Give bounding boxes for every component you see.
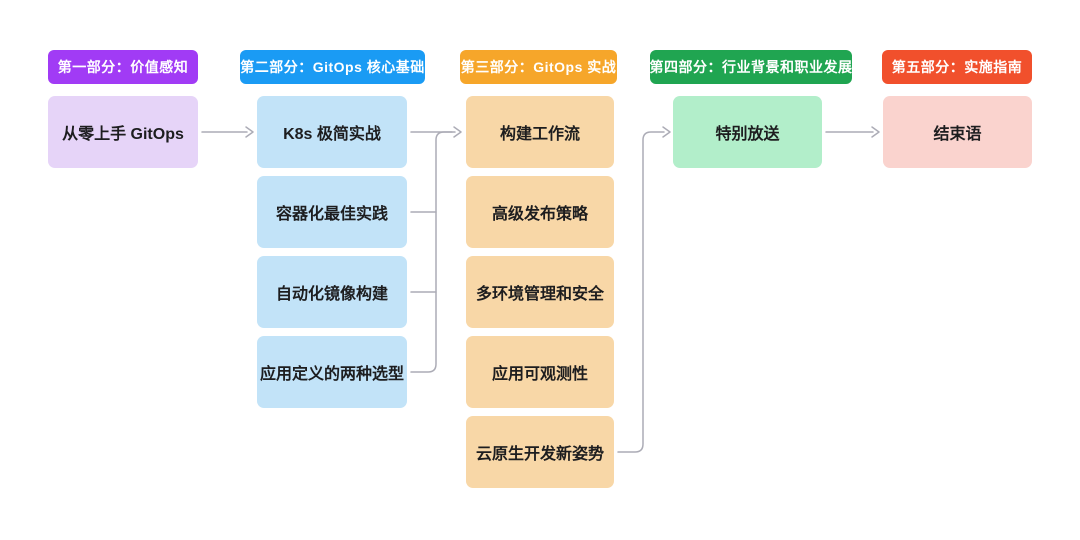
flow-node-observability: 应用可观测性 <box>466 336 614 408</box>
section-badge-5: 第五部分：实施指南 <box>882 50 1032 84</box>
flow-node-advanced-release: 高级发布策略 <box>466 176 614 248</box>
connector-blue-trunk <box>410 131 453 373</box>
arrow-cloudnative-to-special <box>617 126 671 453</box>
flow-node-special-delivery: 特别放送 <box>673 96 822 168</box>
flow-node-ending: 结束语 <box>883 96 1032 168</box>
section-badge-4: 第四部分：行业背景和职业发展 <box>650 50 852 84</box>
flow-node-auto-image-build: 自动化镜像构建 <box>257 256 407 328</box>
section-badge-1: 第一部分：价值感知 <box>48 50 198 84</box>
arrow-special-to-ending <box>825 126 880 138</box>
flow-node-multi-env-security: 多环境管理和安全 <box>466 256 614 328</box>
arrow-k8s-to-workflow <box>410 126 462 138</box>
section-badge-3: 第三部分：GitOps 实战 <box>460 50 617 84</box>
flow-node-k8s-practice: K8s 极简实战 <box>257 96 407 168</box>
flow-node-intro-gitops: 从零上手 GitOps <box>48 96 198 168</box>
arrow-intro-to-k8s <box>201 126 254 138</box>
flow-node-app-definition: 应用定义的两种选型 <box>257 336 407 408</box>
flow-node-container-best-practice: 容器化最佳实践 <box>257 176 407 248</box>
section-badge-2: 第二部分：GitOps 核心基础 <box>240 50 425 84</box>
flow-node-cloudnative-dev: 云原生开发新姿势 <box>466 416 614 488</box>
flow-node-build-workflow: 构建工作流 <box>466 96 614 168</box>
